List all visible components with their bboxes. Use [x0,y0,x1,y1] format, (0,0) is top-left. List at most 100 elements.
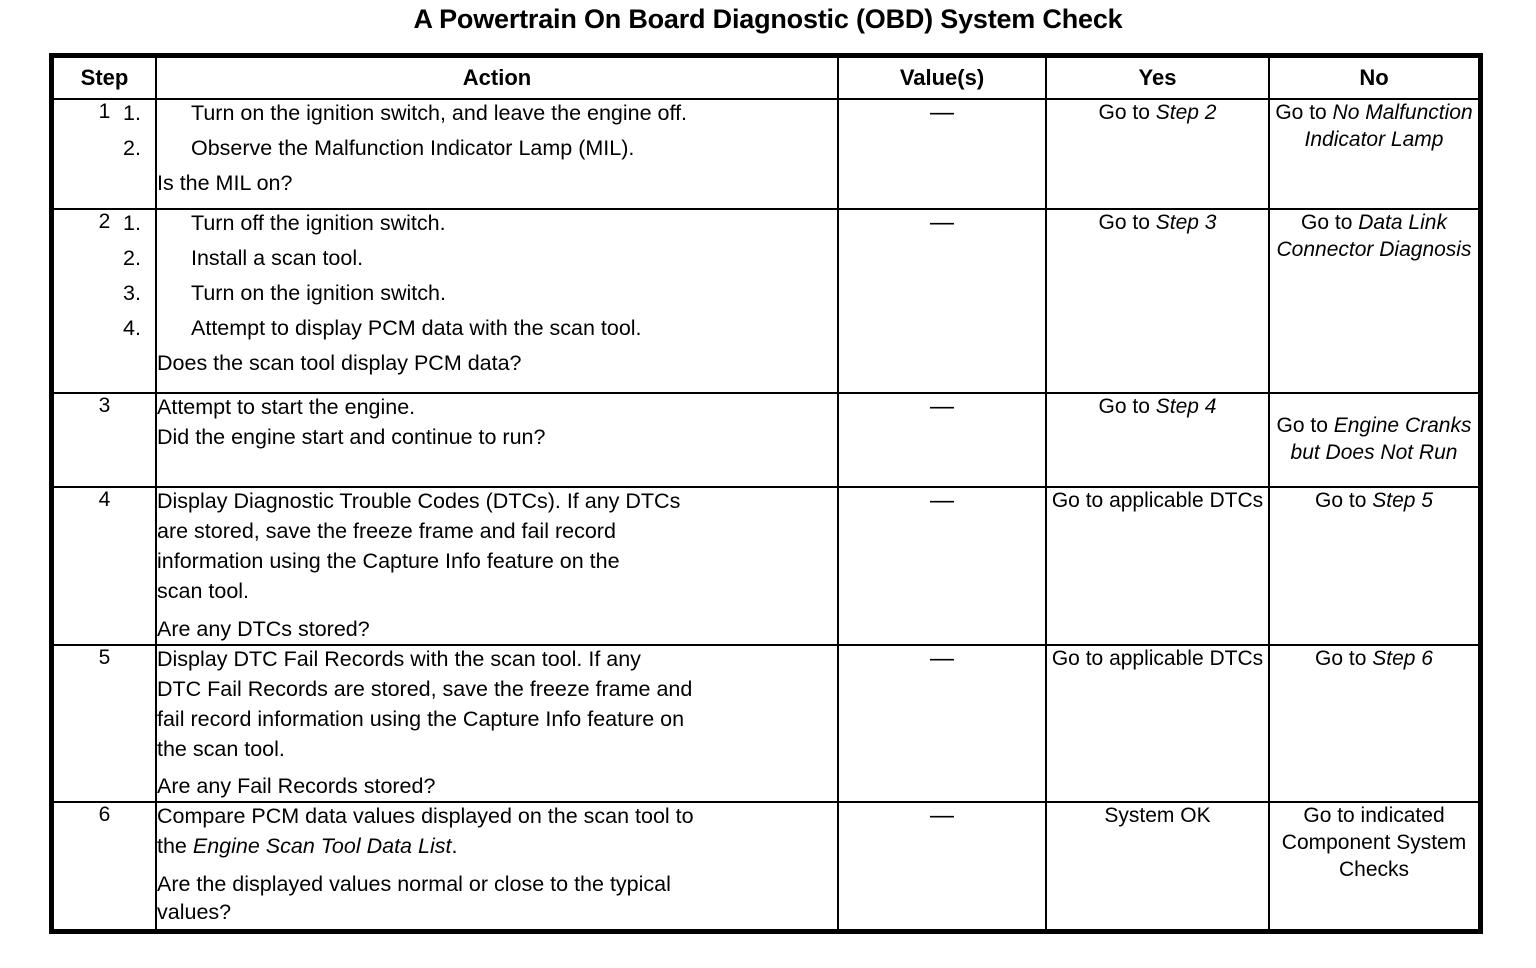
table-header: Step Action Value(s) Yes No [52,56,1480,100]
action-question: Does the scan tool display PCM data? [157,350,522,375]
action-step-text: Turn on the ignition switch. [191,280,446,305]
yes-target: Step 4 [1155,395,1217,418]
action-line: scan tool. [157,578,250,603]
action-step-item: 2. Observe the Malfunction Indicator Lamp… [123,135,837,170]
action-line-prefix: the [157,834,193,859]
action-line: Attempt to start the engine. [157,395,416,419]
step-number: 2 [52,208,157,394]
action-line-reference: Engine Scan Tool Data List [192,834,452,859]
no-target-line: System Checks [1338,831,1467,882]
table-row: 1 1.Turn on the ignition switch, and lea… [52,98,1480,210]
no-cell: Go to indicated Component System Checks [1268,801,1480,932]
yes-target-line: applicable DTCs [1109,489,1264,512]
action-question: Did the engine start and continue to run… [157,424,546,449]
column-header-action: Action [155,56,839,100]
no-cell: Go to Engine Cranks but Does Not Run [1268,392,1480,488]
action-cell: 1.Turn on the ignition switch, and leave… [123,98,839,210]
no-cell: Go to Data Link Connector Diagnosis [1268,208,1480,394]
action-question: Are the displayed values normal or close… [157,872,671,897]
action-line: the scan tool. [157,736,285,761]
action-cell: Display Diagnostic Trouble Codes (DTCs).… [155,486,839,646]
table-row: 5 Display DTC Fail Records with the scan… [52,643,1480,804]
yes-target: Step 2 [1155,101,1217,124]
yes-cell: Go to applicable DTCs [1045,643,1270,804]
action-line: Compare PCM data values displayed on the… [157,804,694,829]
action-question: Are any DTCs stored? [157,616,370,641]
action-step-number: 3. [123,280,141,305]
action-step-text: Observe the Malfunction Indicator Lamp (… [191,135,635,160]
action-step-number: 4. [123,315,141,340]
step-number: 4 [52,486,157,646]
table-row: 2 1. Turn off the ignition switch. 2. Inst… [52,208,1480,394]
action-cell: Display DTC Fail Records with the scan t… [155,643,839,804]
no-target-line: Connector [1276,237,1374,261]
no-target-line: Indicator Lamp [1304,127,1444,151]
action-line: fail record information using the Captur… [157,706,685,731]
action-step-text: Attempt to display PCM data with the sca… [191,315,642,340]
action-step-item: 1.Turn on the ignition switch, and leave… [123,100,837,135]
obd-system-check-table: Step Action Value(s) Yes No 1 1.Turn on … [49,52,1483,935]
yes-target-line: applicable DTCs [1109,646,1264,670]
step-number: 6 [52,801,157,932]
action-step-number: 2. [123,245,141,270]
value-dash: — [930,487,954,514]
action-question: Are any Fail Records stored? [157,774,436,799]
action-question-cont: values? [157,900,232,925]
page-title: A Powertrain On Board Diagnostic (OBD) S… [413,4,1123,34]
no-target-line: Data Link [1358,211,1447,234]
value-cell: — [837,801,1047,932]
no-cell: Go to Step 6 [1268,643,1480,804]
value-dash: — [930,802,954,830]
yes-cell: Go to Step 3 [1045,208,1270,394]
no-cell: Go to No Malfunction Indicator Lamp [1268,98,1480,210]
no-prefix: Go to [1275,101,1333,124]
column-header-no: No [1268,56,1480,100]
no-cell: Go to Step 5 [1268,486,1480,646]
yes-target: Step 3 [1155,211,1217,234]
no-target-line: Diagnosis [1379,237,1472,261]
value-dash: — [930,99,954,126]
yes-cell: Go to Step 4 [1045,392,1270,488]
action-step-number: 1. [123,211,141,235]
action-step-text: Turn off the ignition switch. [191,211,446,235]
value-dash: — [930,209,954,236]
value-cell: — [837,208,1047,394]
column-header-yes: Yes [1045,56,1270,100]
action-line: the Engine Scan Tool Data List. [157,833,837,863]
table-row: 4 Display Diagnostic Trouble Codes (DTCs… [52,486,1480,646]
column-header-values: Value(s) [837,56,1047,100]
yes-prefix: Go to [1098,101,1156,124]
no-prefix: Go to [1301,211,1359,234]
step-number: 1 [52,98,157,210]
no-prefix: Go to [1276,414,1334,438]
no-target-line: Cranks but Does [1290,414,1472,464]
value-dash: — [930,644,954,672]
action-line: Display Diagnostic Trouble Codes (DTCs).… [157,489,681,513]
table-body: 1 1.Turn on the ignition switch, and lea… [52,98,1480,932]
table-row: 6 Compare PCM data values displayed on t… [52,801,1480,932]
action-question: Is the MIL on? [157,170,293,195]
action-line: Display DTC Fail Records with the scan t… [157,646,641,671]
value-dash: — [930,393,954,420]
column-header-step: Step [52,56,157,100]
no-target-line: No [1332,101,1360,124]
action-cell: Attempt to start the engine. Did the eng… [155,392,839,488]
yes-target-line: Go to [1051,646,1104,670]
no-prefix: Go to [1315,489,1373,512]
no-target-line: Component [1281,831,1391,855]
no-target-line: Malfunction [1365,101,1473,124]
action-step-number: 1. [123,101,141,125]
action-step-text: Install a scan tool. [191,245,364,270]
yes-cell: Go to Step 2 [1045,98,1270,210]
value-cell: — [837,486,1047,646]
yes-cell: System OK [1045,801,1270,932]
yes-target-line: Go to [1051,489,1104,512]
action-step-item: 4. Attempt to display PCM data with the s… [123,315,837,350]
step-number: 5 [52,643,157,804]
action-step-number: 2. [123,135,141,160]
value-cell: — [837,98,1047,210]
value-cell: — [837,643,1047,804]
action-line-tail: . [451,834,458,859]
action-step-item: 2. Install a scan tool. [123,245,837,280]
